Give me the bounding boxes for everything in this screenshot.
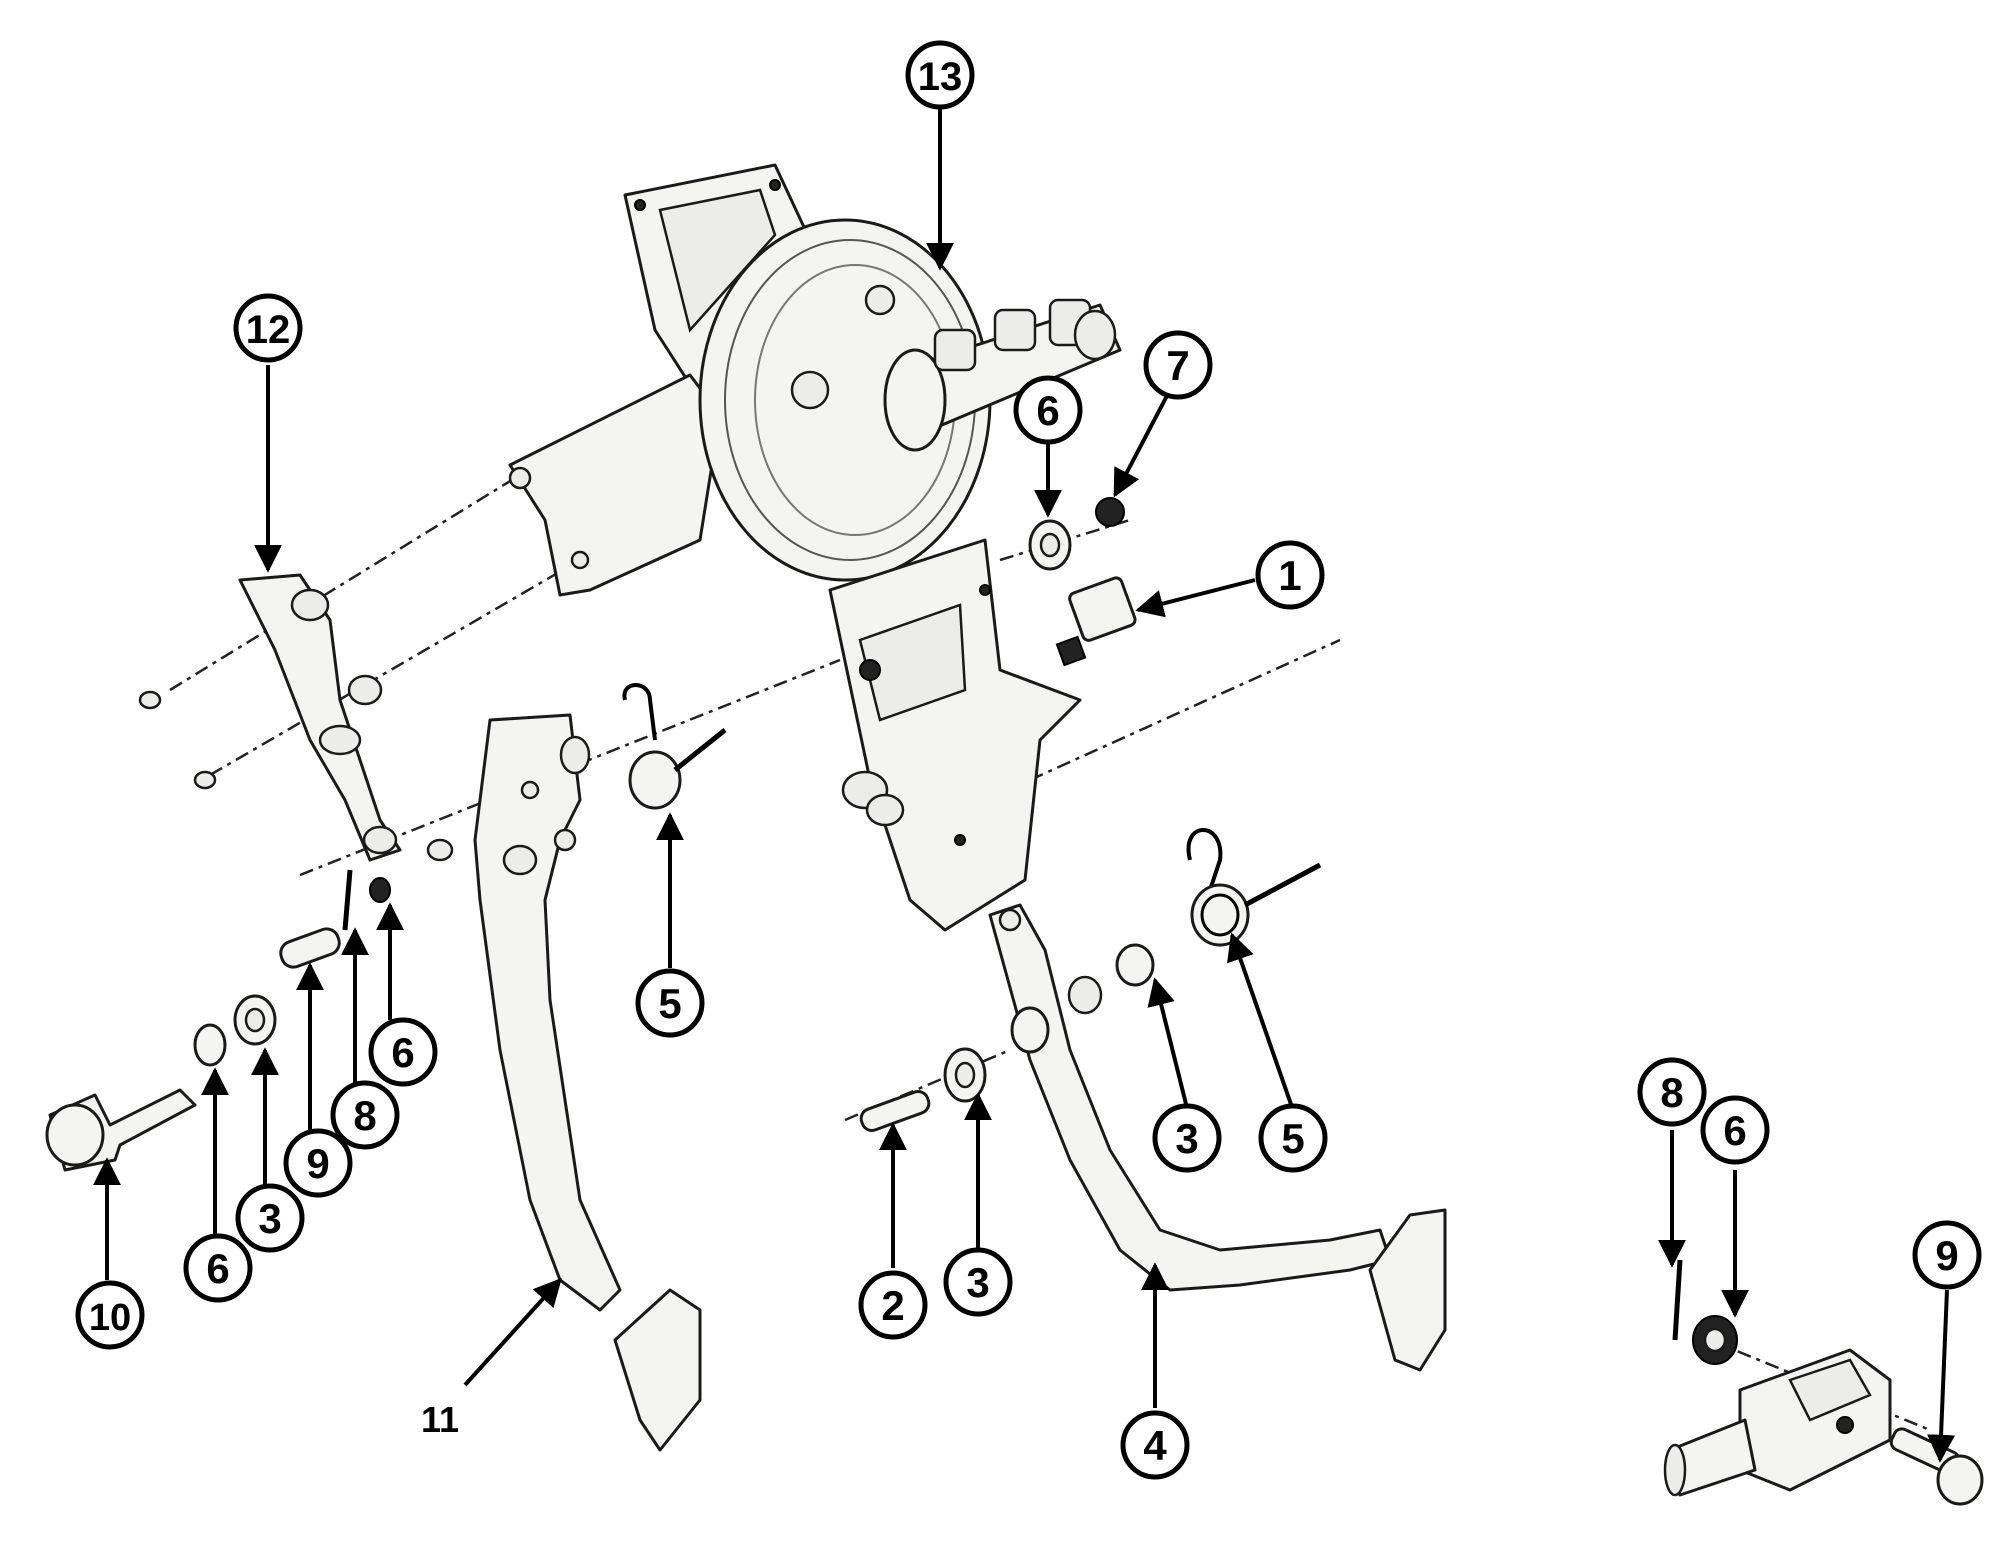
leader-arrows [93,105,1956,1463]
callout-1: 1 [1255,540,1325,610]
callout-3-mid-text: 3 [966,1259,989,1306]
callout-9-left: 9 [283,1128,353,1198]
callout-3-left: 3 [235,1183,305,1253]
return-spring-right [1186,828,1322,947]
callout-3-left-text: 3 [258,1195,281,1242]
brake-pedal [988,903,1447,1372]
callout-6-left-text: 6 [206,1245,229,1292]
callout-2-text: 2 [881,1282,904,1329]
bushing-and-nut [1028,497,1125,571]
callout-3-right: 3 [1152,1103,1222,1173]
callout-12-text: 12 [246,308,291,352]
callout-6-mid-text: 6 [391,1029,414,1076]
callout-4: 4 [1120,1410,1190,1480]
callout-3-right-text: 3 [1175,1115,1198,1162]
callout-13: 13 [905,40,975,110]
callout-5-right-text: 5 [1281,1115,1304,1162]
callout-6-inset-text: 6 [1723,1107,1746,1154]
callout-3-mid: 3 [943,1247,1013,1317]
brake-bushings [859,943,1155,1132]
callout-8-left-text: 8 [353,1092,376,1139]
callout-11: 11 [421,1399,459,1440]
callout-9-inset: 9 [1912,1220,1982,1290]
callout-7-text: 7 [1166,342,1189,389]
callout-5-left-text: 5 [658,980,681,1027]
callout-6-inset: 6 [1700,1095,1770,1165]
callout-5-left: 5 [635,968,705,1038]
brake-booster [698,218,1122,582]
callout-9-inset-text: 9 [1935,1232,1958,1279]
assembly-dashed-lines [169,473,1931,1432]
support-arm [508,373,722,597]
callout-6-upper-text: 6 [1036,387,1059,434]
callout-4-text: 4 [1143,1422,1167,1469]
pedal-box-bracket [828,538,1082,932]
callout-6-upper: 6 [1013,375,1083,445]
clevis-inset [1663,1259,1984,1506]
callout-8-left: 8 [330,1080,400,1150]
callout-6-mid: 6 [368,1017,438,1087]
callout-2: 2 [858,1270,928,1340]
callout-1-text: 1 [1278,552,1301,599]
callout-8-inset-text: 8 [1660,1069,1683,1116]
brake-light-switch [1055,576,1137,667]
callout-10-text: 10 [89,1297,131,1339]
callout-9-left-text: 9 [306,1140,329,1187]
callout-6-left: 6 [183,1233,253,1303]
callout-5-right: 5 [1258,1103,1328,1173]
return-spring-left [622,683,727,810]
callout-11-text: 11 [421,1399,459,1440]
callout-12: 12 [233,293,303,363]
clutch-pedal [473,713,702,1452]
callout-8-inset: 8 [1637,1057,1707,1127]
callout-13-text: 13 [918,55,963,99]
clutch-bracket [138,573,454,862]
callout-7: 7 [1143,330,1213,400]
pivot-bolt-stack [45,869,391,1172]
callout-10: 10 [75,1280,145,1350]
